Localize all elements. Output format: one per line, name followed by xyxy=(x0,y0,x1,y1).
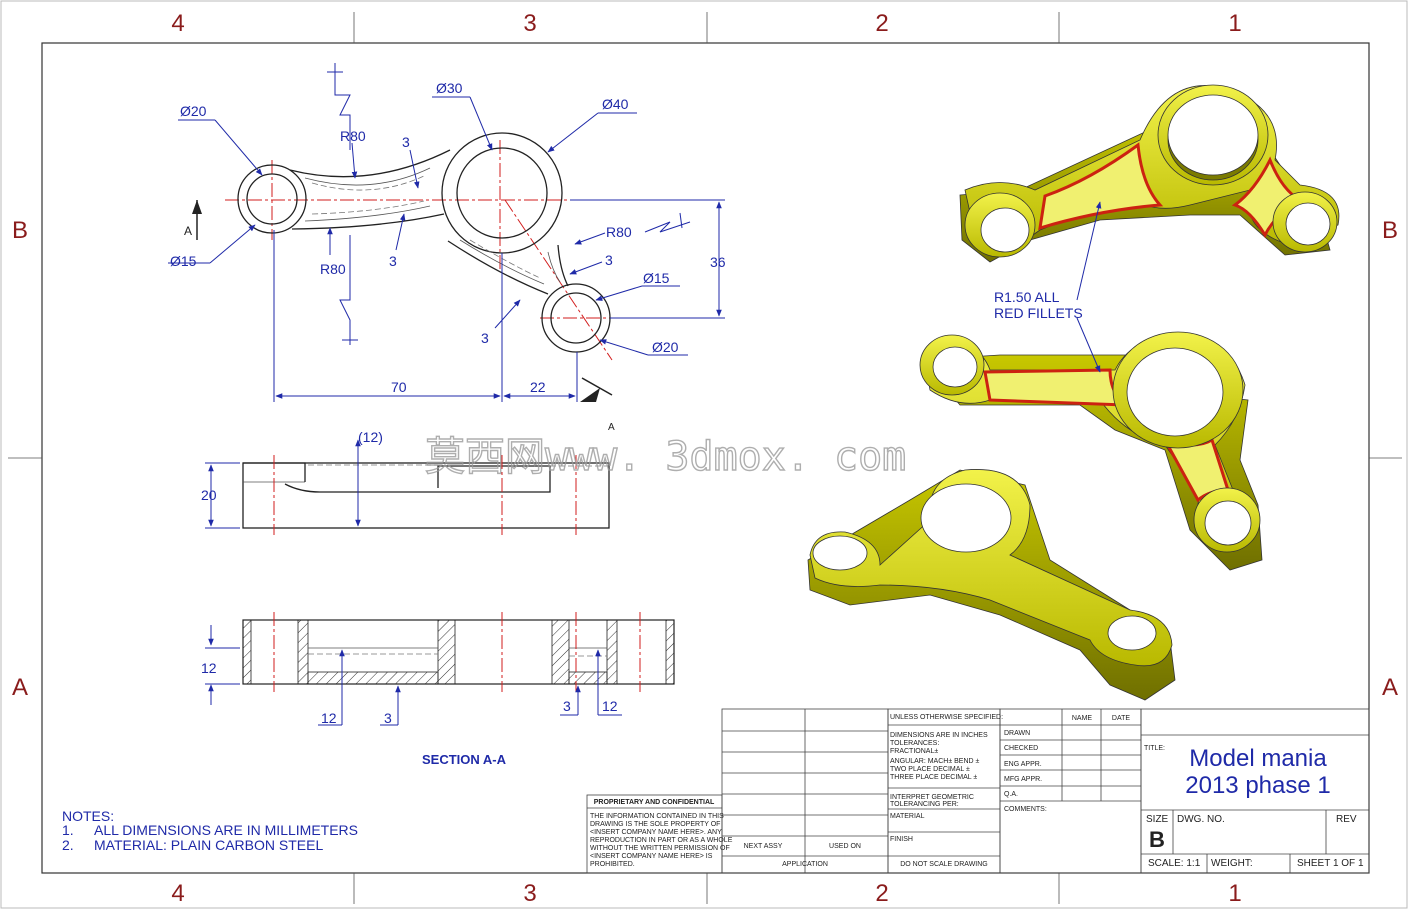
used-on-label: USED ON xyxy=(829,843,861,850)
title-label: TITLE: xyxy=(1144,745,1165,752)
dim-rib-3-d: 3 xyxy=(481,330,489,346)
zone-bottom-1: 1 xyxy=(1228,880,1241,907)
material-label: MATERIAL xyxy=(890,813,925,820)
zone-bottom-3: 3 xyxy=(523,880,536,907)
size-value: B xyxy=(1149,827,1165,852)
row-comments: COMMENTS: xyxy=(1004,806,1047,813)
proprietary-line-4: REPRODUCTION IN PART OR AS A WHOLE xyxy=(590,837,733,844)
watermark: 莫西网www. 3dmox. com xyxy=(425,434,906,480)
dim-d15-right: Ø15 xyxy=(643,270,670,286)
dim-ref-12: (12) xyxy=(358,429,383,445)
unless-specified: UNLESS OTHERWISE SPECIFIED: xyxy=(890,714,1003,721)
dim-section-12-right: 12 xyxy=(602,698,618,714)
tol-line-3: FRACTIONAL± xyxy=(890,748,938,755)
callout-line-1: R1.50 ALL xyxy=(994,289,1060,305)
notes: NOTES: 1. ALL DIMENSIONS ARE IN MILLIMET… xyxy=(62,808,358,853)
zone-top-4: 4 xyxy=(171,10,184,37)
zone-top-1: 1 xyxy=(1228,10,1241,37)
rev-label: REV xyxy=(1336,814,1357,825)
dim-rib-3-c: 3 xyxy=(605,252,613,268)
size-label: SIZE xyxy=(1146,814,1169,825)
proprietary-line-3: <INSERT COMPANY NAME HERE>. ANY xyxy=(590,829,722,836)
dim-d20-right: Ø20 xyxy=(652,339,679,355)
zone-right-b: B xyxy=(1382,217,1398,244)
section-title: SECTION A-A xyxy=(422,752,507,767)
top-view-dimensions: Ø20 Ø15 Ø30 Ø40 Ø15 Ø20 R80 R80 R80 3 3 … xyxy=(168,80,726,402)
tol-line-4: ANGULAR: MACH± BEND ± xyxy=(890,758,980,765)
dim-section-12-left: 12 xyxy=(201,660,217,676)
dim-section-12-bottom: 12 xyxy=(321,710,337,726)
dwg-no-label: DWG. NO. xyxy=(1177,814,1225,825)
scale-label: SCALE: 1:1 xyxy=(1148,858,1201,869)
title-line-1: Model mania xyxy=(1189,745,1327,772)
isometric-view-top xyxy=(959,84,1340,263)
note-1-num: 1. xyxy=(62,822,74,838)
dim-36: 36 xyxy=(710,254,726,270)
row-mfg-appr: MFG APPR. xyxy=(1004,776,1042,783)
fillet-callout: R1.50 ALL RED FILLETS xyxy=(994,201,1102,373)
dim-section-3-bottom: 3 xyxy=(384,710,392,726)
dim-r80-top: R80 xyxy=(340,128,366,144)
title-line-2: 2013 phase 1 xyxy=(1185,772,1330,799)
zone-bottom-4: 4 xyxy=(171,880,184,907)
tol-line-5: TWO PLACE DECIMAL ± xyxy=(890,766,970,773)
proprietary-line-5: WITHOUT THE WRITTEN PERMISSION OF xyxy=(590,845,730,852)
zone-top-2: 2 xyxy=(875,10,888,37)
application-label: APPLICATION xyxy=(782,861,828,868)
dim-d15-left: Ø15 xyxy=(170,253,197,269)
note-2-text: MATERIAL: PLAIN CARBON STEEL xyxy=(94,837,323,853)
tol-line-2: TOLERANCES: xyxy=(890,740,939,747)
note-2-num: 2. xyxy=(62,837,74,853)
col-name: NAME xyxy=(1072,715,1093,722)
proprietary-line-7: PROHIBITED. xyxy=(590,861,635,868)
title-block: PROPRIETARY AND CONFIDENTIAL THE INFORMA… xyxy=(586,708,1370,874)
dim-height-20: 20 xyxy=(201,487,217,503)
section-marker-a: A xyxy=(184,224,192,238)
proprietary-line-2: DRAWING IS THE SOLE PROPERTY OF xyxy=(590,821,720,828)
proprietary-line-6: <INSERT COMPANY NAME HERE> IS xyxy=(590,853,713,860)
finish-label: FINISH xyxy=(890,836,913,843)
zone-top-3: 3 xyxy=(523,10,536,37)
dim-rib-3-b: 3 xyxy=(389,253,397,269)
sheet-label: SHEET 1 OF 1 xyxy=(1297,858,1364,869)
isometric-view-middle xyxy=(919,331,1263,571)
row-qa: Q.A. xyxy=(1004,791,1018,798)
dim-70: 70 xyxy=(391,379,407,395)
next-assy-label: NEXT ASSY xyxy=(744,843,783,850)
row-drawn: DRAWN xyxy=(1004,730,1030,737)
dim-22: 22 xyxy=(530,379,546,395)
interpret-line-2: TOLERANCING PER: xyxy=(890,801,959,808)
row-eng-appr: ENG APPR. xyxy=(1004,761,1042,768)
proprietary-line-1: THE INFORMATION CONTAINED IN THIS xyxy=(590,813,724,820)
dim-r80-bottom: R80 xyxy=(320,261,346,277)
notes-heading: NOTES: xyxy=(62,808,114,824)
dim-d20-left: Ø20 xyxy=(180,103,207,119)
dim-rib-3-a: 3 xyxy=(402,134,410,150)
note-1-text: ALL DIMENSIONS ARE IN MILLIMETERS xyxy=(94,822,358,838)
weight-label: WEIGHT: xyxy=(1211,858,1253,869)
zone-left-b: B xyxy=(12,217,28,244)
top-view: A A xyxy=(184,63,691,433)
tol-line-1: DIMENSIONS ARE IN INCHES xyxy=(890,732,988,739)
do-not-scale: DO NOT SCALE DRAWING xyxy=(900,861,988,868)
col-date: DATE xyxy=(1112,715,1130,722)
zone-labels: 4 3 2 1 4 3 2 1 B A B A xyxy=(12,10,1398,907)
section-view: 12 12 3 3 12 SECTION A-A xyxy=(201,612,675,767)
dim-r80-right: R80 xyxy=(606,224,632,240)
callout-line-2: RED FILLETS xyxy=(994,305,1083,321)
dim-d40: Ø40 xyxy=(602,96,629,112)
row-checked: CHECKED xyxy=(1004,745,1038,752)
zone-bottom-2: 2 xyxy=(875,880,888,907)
dim-d30: Ø30 xyxy=(436,80,463,96)
tol-line-6: THREE PLACE DECIMAL ± xyxy=(890,774,977,781)
zone-left-a: A xyxy=(12,674,28,701)
section-marker-a-end: A xyxy=(608,422,615,433)
front-view: 20 (12) xyxy=(201,429,610,535)
interpret-line-1: INTERPRET GEOMETRIC xyxy=(890,794,974,801)
proprietary-title: PROPRIETARY AND CONFIDENTIAL xyxy=(594,799,715,806)
dim-section-3-right: 3 xyxy=(563,698,571,714)
isometric-view-bottom xyxy=(807,469,1176,701)
zone-right-a: A xyxy=(1382,674,1398,701)
